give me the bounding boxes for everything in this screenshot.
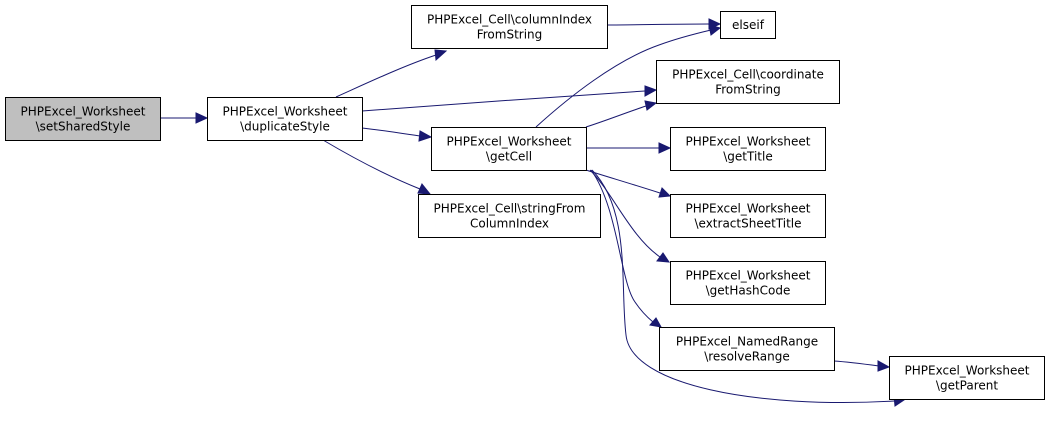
node-label-line: PHPExcel_Worksheet (905, 364, 1030, 378)
edge-set-shared-style-to-duplicate-style (160, 112, 209, 124)
node-label-line: PHPExcel_Cell\stringFrom (434, 202, 586, 216)
node-box (207, 97, 363, 141)
node-label-line: PHPExcel_Worksheet (21, 105, 146, 119)
node-label-line: PHPExcel_NamedRange (676, 335, 818, 349)
node-box (5, 97, 161, 141)
node-box (656, 60, 840, 104)
node-label-line: PHPExcel_Worksheet (686, 135, 811, 149)
node-box (889, 356, 1045, 400)
arrow-head-icon (658, 142, 672, 154)
edge-line (606, 23, 710, 26)
arrow-head-icon (434, 49, 448, 62)
node-box (720, 11, 776, 39)
edge-line (322, 139, 421, 190)
edge-resolve-range-to-get-parent (833, 360, 891, 372)
edge-get-cell-to-get-hash-code (589, 169, 670, 263)
arrow-head-icon (644, 85, 658, 97)
node-box (670, 194, 826, 238)
edge-get-cell-to-resolve-range (590, 169, 662, 328)
node-label-line: \duplicateStyle (240, 120, 330, 134)
edge-line (361, 90, 646, 112)
node-box (431, 127, 587, 171)
node-label-line: \resolveRange (704, 350, 790, 364)
edge-duplicate-style-to-string-from-column-index (322, 139, 432, 195)
edge-line (361, 127, 421, 137)
node-get-parent[interactable]: PHPExcel_Worksheet\getParent (889, 356, 1045, 400)
arrow-head-icon (649, 317, 662, 328)
node-label-line: \getTitle (723, 150, 772, 164)
edge-get-cell-to-coordinate-from-string (585, 100, 658, 128)
edge-duplicate-style-to-coordinate-from-string (361, 85, 658, 112)
node-label-line: \getCell (486, 150, 532, 164)
edges-layer (160, 18, 906, 407)
edge-column-index-from-string-to-elseif (606, 18, 722, 30)
node-label-line: \setSharedStyle (36, 120, 131, 134)
node-label-line: elseif (732, 18, 765, 32)
node-label-line: PHPExcel_Worksheet (223, 105, 348, 119)
nodes-layer: PHPExcel_Worksheet\setSharedStylePHPExce… (5, 5, 1045, 400)
node-label-line: FromString (715, 83, 781, 97)
node-extract-sheet-title[interactable]: PHPExcel_Worksheet\extractSheetTitle (670, 194, 826, 238)
node-box (411, 5, 608, 49)
edge-line (335, 54, 437, 98)
arrow-head-icon (418, 130, 433, 142)
arrow-head-icon (656, 252, 670, 263)
edge-get-cell-to-get-title (586, 142, 672, 154)
node-box (670, 261, 826, 305)
node-label-line: FromString (477, 28, 543, 42)
node-get-hash-code[interactable]: PHPExcel_Worksheet\getHashCode (670, 261, 826, 305)
arrow-head-icon (195, 112, 209, 124)
edge-duplicate-style-to-column-index-from-string (335, 49, 448, 98)
arrow-head-icon (708, 24, 722, 36)
node-box (659, 327, 835, 371)
node-label-line: \getParent (936, 379, 998, 393)
arrow-head-icon (417, 183, 432, 195)
node-label-line: PHPExcel_Cell\coordinate (672, 68, 824, 82)
edge-get-cell-to-elseif (535, 24, 722, 128)
node-get-title[interactable]: PHPExcel_Worksheet\getTitle (670, 127, 826, 171)
node-elseif[interactable]: elseif (720, 11, 776, 39)
node-set-shared-style[interactable]: PHPExcel_Worksheet\setSharedStyle (5, 97, 161, 141)
arrow-head-icon (658, 187, 672, 198)
node-label-line: \getHashCode (706, 284, 791, 298)
node-duplicate-style[interactable]: PHPExcel_Worksheet\duplicateStyle (207, 97, 363, 141)
node-label-line: PHPExcel_Cell\columnIndex (427, 13, 592, 27)
node-label-line: ColumnIndex (470, 217, 549, 231)
node-label-line: PHPExcel_Worksheet (447, 135, 572, 149)
node-box (418, 194, 601, 238)
node-label-line: PHPExcel_Worksheet (686, 269, 811, 283)
edge-line (585, 169, 661, 194)
arrow-head-icon (877, 360, 891, 372)
node-box (670, 127, 826, 171)
edge-line (589, 169, 661, 258)
edge-line (833, 360, 880, 367)
node-resolve-range[interactable]: PHPExcel_NamedRange\resolveRange (659, 327, 835, 371)
edge-line (585, 105, 647, 128)
node-get-cell[interactable]: PHPExcel_Worksheet\getCell (431, 127, 587, 171)
edge-line (590, 169, 654, 323)
node-label-line: \extractSheetTitle (694, 217, 801, 231)
arrow-head-icon (644, 100, 658, 111)
edge-line (535, 29, 712, 128)
node-label-line: PHPExcel_Worksheet (686, 202, 811, 216)
edge-line (591, 169, 896, 403)
edge-duplicate-style-to-get-cell (361, 127, 433, 142)
